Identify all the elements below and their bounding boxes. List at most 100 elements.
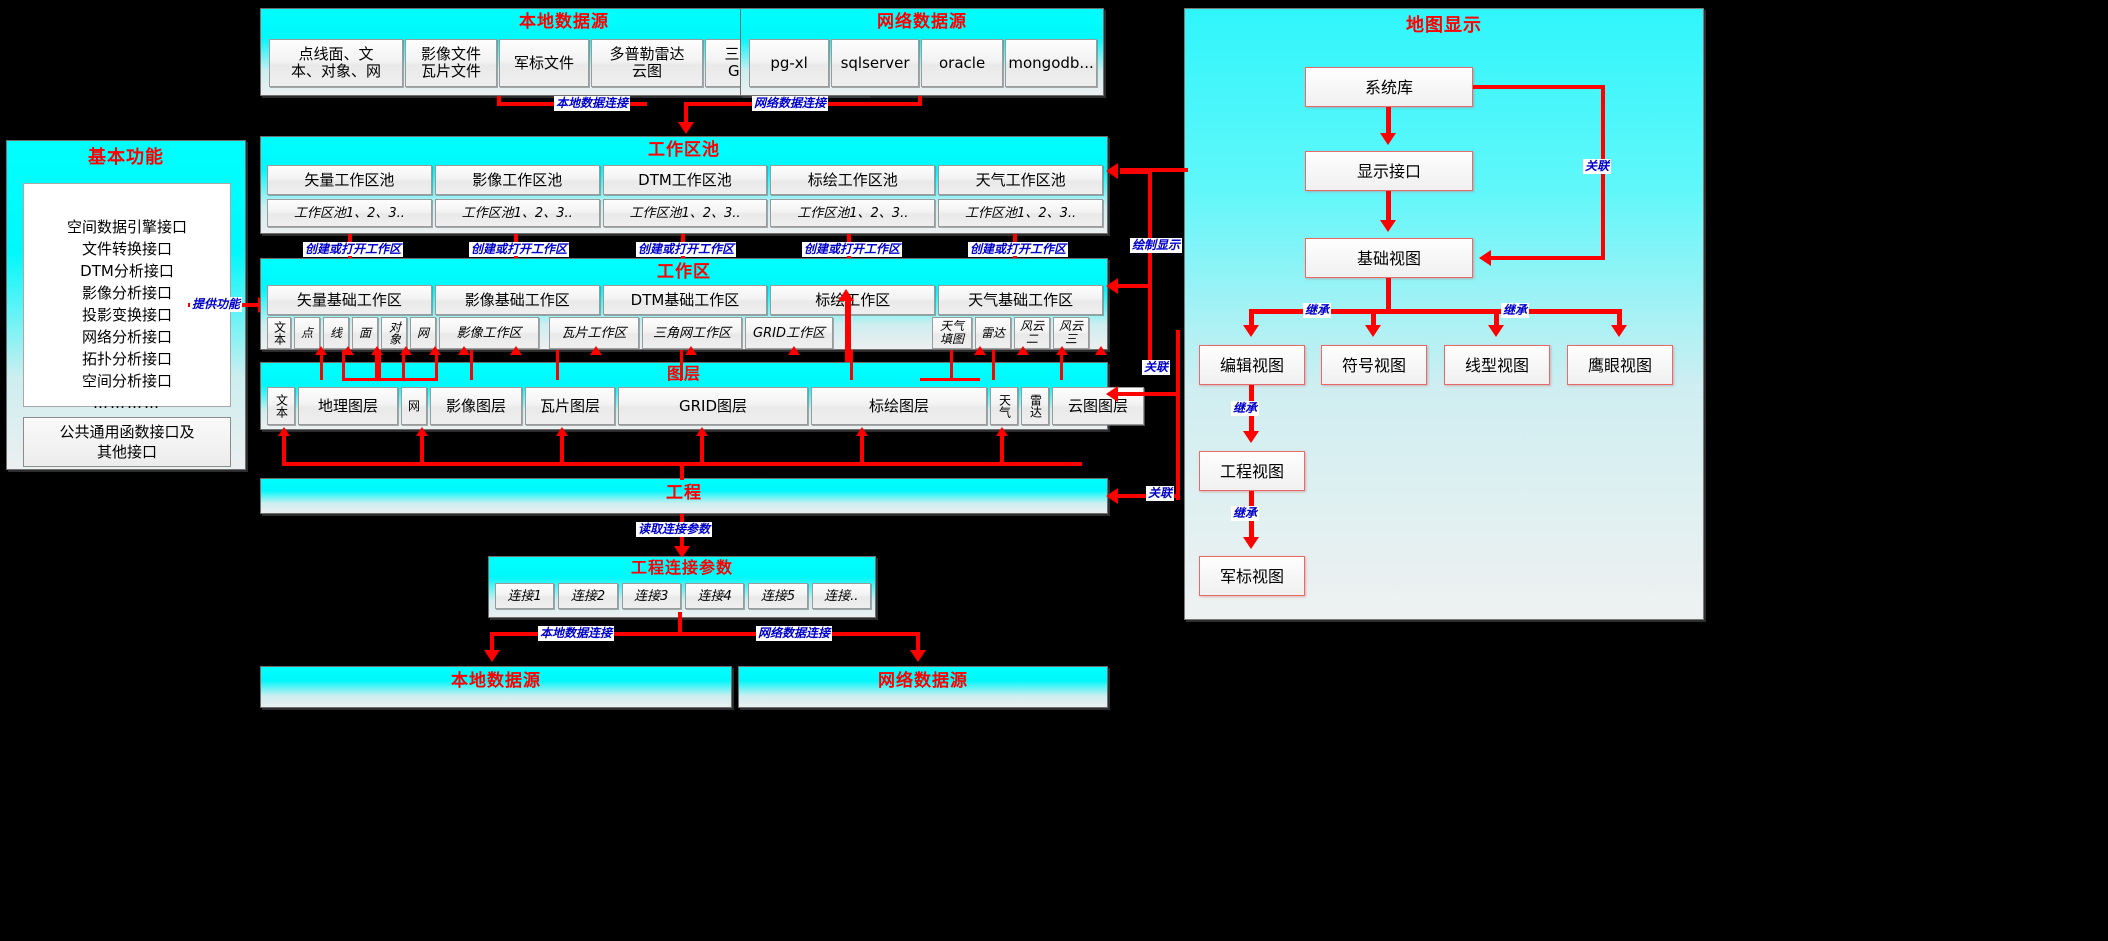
connector-relate-h-bottom bbox=[1491, 256, 1605, 260]
workspace-pool-instances[interactable]: 工作区池1、2、3.. bbox=[602, 199, 768, 227]
project-panel: 工程 bbox=[260, 478, 1108, 514]
layer-item-tile[interactable]: 瓦片图层 bbox=[525, 387, 615, 425]
workspace-item-image[interactable]: 影像工作区 bbox=[439, 317, 539, 349]
network-data-source-bottom-panel: 网络数据源 bbox=[738, 666, 1108, 708]
project-view-box[interactable]: 工程视图 bbox=[1199, 451, 1305, 491]
arrow-up-image-ws bbox=[510, 346, 522, 355]
conn-param-item[interactable]: 连接1 bbox=[495, 583, 555, 609]
workspace-pool-column[interactable]: DTM工作区池 bbox=[602, 165, 768, 195]
weather-item-line: 填图 bbox=[939, 332, 964, 346]
layer-item-image[interactable]: 影像图层 bbox=[430, 387, 522, 425]
edge-label-relate-map: 关联 bbox=[1583, 159, 1612, 174]
layers-title: 图层 bbox=[666, 364, 701, 383]
layer-item-plot[interactable]: 标绘图层 bbox=[811, 387, 987, 425]
line-style-view-box[interactable]: 线型视图 bbox=[1444, 345, 1550, 385]
workspace-item-point[interactable]: 点 bbox=[294, 317, 320, 349]
arrow-project-up-c bbox=[556, 427, 568, 436]
workspace-item-object[interactable]: 对象 bbox=[381, 317, 407, 349]
workspace-item-polygon[interactable]: 面 bbox=[352, 317, 378, 349]
workspace-pool-instances[interactable]: 工作区池1、2、3.. bbox=[938, 199, 1103, 227]
conn-param-item[interactable]: 连接2 bbox=[558, 583, 618, 609]
arrow-read-params bbox=[674, 546, 690, 558]
workspace-column[interactable]: 天气基础工作区 bbox=[938, 285, 1103, 315]
arrow-up-vector-net bbox=[458, 346, 470, 355]
layer-item-grid[interactable]: GRID图层 bbox=[618, 387, 808, 425]
common-box-line: 公共通用函数接口及 bbox=[59, 423, 195, 441]
workspace-pool-column[interactable]: 影像工作区池 bbox=[434, 165, 600, 195]
layer-item-radar[interactable]: 雷达 bbox=[1021, 387, 1049, 425]
network-source-item[interactable]: mongodb... bbox=[1005, 39, 1097, 87]
local-source-item[interactable]: 军标文件 bbox=[499, 39, 589, 87]
workspace-item-fengyun-3[interactable]: 风云 三 bbox=[1053, 317, 1089, 349]
local-source-item[interactable]: 多普勒雷达云图 bbox=[591, 39, 703, 87]
connector-bottom-net-v bbox=[916, 632, 920, 656]
workspace-column[interactable]: 矢量基础工作区 bbox=[267, 285, 432, 315]
workspace-item-net[interactable]: 网 bbox=[410, 317, 436, 349]
workspace-column[interactable]: 影像基础工作区 bbox=[434, 285, 600, 315]
basic-functions-panel: 基本功能 空间数据引擎接口 文件转换接口 DTM分析接口 影像分析接口 投影变换… bbox=[6, 140, 246, 470]
symbol-view-box[interactable]: 符号视图 bbox=[1321, 345, 1427, 385]
interface-item: 网络分析接口 bbox=[81, 328, 172, 346]
conn-param-item[interactable]: 连接4 bbox=[684, 583, 745, 609]
workspace-pool-instances[interactable]: 工作区池1、2、3.. bbox=[770, 199, 936, 227]
network-source-item[interactable]: pg-xl bbox=[749, 39, 830, 87]
arrow-project-to-military bbox=[1243, 537, 1259, 549]
workspace-item-grid[interactable]: GRID工作区 bbox=[745, 317, 833, 349]
workspace-item-text[interactable]: 文本 bbox=[267, 317, 291, 349]
layer-item-net[interactable]: 网 bbox=[401, 387, 427, 425]
layer-item-geo[interactable]: 地理图层 bbox=[298, 387, 398, 425]
connector-project-up-a bbox=[282, 434, 286, 466]
connector-layer-radar-up bbox=[992, 350, 995, 380]
eagle-eye-view-box[interactable]: 鹰眼视图 bbox=[1567, 345, 1673, 385]
local-source-item[interactable]: 点线面、文本、对象、网 bbox=[269, 39, 403, 87]
system-lib-box[interactable]: 系统库 bbox=[1305, 67, 1473, 107]
local-source-item-line: 本、对象、网 bbox=[290, 62, 381, 80]
display-interface-box[interactable]: 显示接口 bbox=[1305, 151, 1473, 191]
local-source-item-line: 多普勒雷达 bbox=[609, 45, 685, 63]
edge-label-create-open-4: 创建或打开工作区 bbox=[802, 242, 903, 257]
workspace-item-radar[interactable]: 雷达 bbox=[975, 317, 1011, 349]
base-view-box[interactable]: 基础视图 bbox=[1305, 238, 1473, 278]
military-view-box[interactable]: 军标视图 bbox=[1199, 556, 1305, 596]
workspace-item-weather-chart[interactable]: 天气 填图 bbox=[932, 317, 972, 349]
workspace-pool-instances[interactable]: 工作区池1、2、3.. bbox=[434, 199, 600, 227]
interface-item: DTM分析接口 bbox=[80, 262, 174, 280]
arrow-up-vector-poly bbox=[400, 346, 412, 355]
project-title: 工程 bbox=[666, 483, 702, 503]
arrow-up-vector-line bbox=[371, 346, 383, 355]
network-source-item[interactable]: oracle bbox=[921, 39, 1004, 87]
interface-item: 文件转换接口 bbox=[81, 240, 172, 258]
workspace-column[interactable]: DTM基础工作区 bbox=[602, 285, 768, 315]
network-source-item[interactable]: sqlserver bbox=[831, 39, 920, 87]
connector-vector-bracket-v1 bbox=[342, 350, 345, 380]
conn-param-item[interactable]: 连接3 bbox=[621, 583, 681, 609]
common-function-interface-box[interactable]: 公共通用函数接口及其他接口 bbox=[23, 417, 231, 467]
arrow-up-vector-object bbox=[429, 346, 441, 355]
layer-item-text[interactable]: 文本 bbox=[267, 387, 295, 425]
arrow-syslib-to-display bbox=[1380, 133, 1396, 145]
arrow-inherit-3 bbox=[1488, 325, 1504, 337]
workspace-pool-column[interactable]: 矢量工作区池 bbox=[267, 165, 432, 195]
connector-project-up-f bbox=[1000, 434, 1004, 466]
workspace-panel: 工作区 矢量基础工作区 影像基础工作区 DTM基础工作区 标绘工作区 天气基础工… bbox=[260, 258, 1108, 350]
local-source-item[interactable]: 影像文件瓦片文件 bbox=[405, 39, 497, 87]
workspace-pool-column[interactable]: 标绘工作区池 bbox=[770, 165, 936, 195]
workspace-item-tin[interactable]: 三角网工作区 bbox=[642, 317, 742, 349]
workspace-item-tile[interactable]: 瓦片工作区 bbox=[549, 317, 639, 349]
connector-layer-image-up bbox=[470, 350, 473, 380]
workspace-item-fengyun-2[interactable]: 风云 二 bbox=[1014, 317, 1050, 349]
connector-bottom-local-v bbox=[490, 632, 494, 656]
arrow-draw-display-workspace bbox=[1106, 278, 1118, 294]
conn-param-item[interactable]: 连接5 bbox=[748, 583, 808, 609]
workspace-pool-column[interactable]: 天气工作区池 bbox=[938, 165, 1103, 195]
local-source-item-line: 瓦片文件 bbox=[420, 62, 481, 80]
network-data-source-top-panel: 网络数据源 pg-xl sqlserver oracle mongodb... bbox=[740, 8, 1104, 96]
edit-view-box[interactable]: 编辑视图 bbox=[1199, 345, 1305, 385]
workspace-pool-instances[interactable]: 工作区池1、2、3.. bbox=[267, 199, 432, 227]
arrow-up-fy3 bbox=[1095, 346, 1107, 355]
workspace-item-line[interactable]: 线 bbox=[323, 317, 349, 349]
conn-param-item[interactable]: 连接.. bbox=[811, 583, 871, 609]
basic-functions-list-box: 空间数据引擎接口 文件转换接口 DTM分析接口 影像分析接口 投影变换接口 网络… bbox=[23, 183, 231, 412]
basic-functions-title: 基本功能 bbox=[88, 147, 164, 168]
layer-item-weather[interactable]: 天气 bbox=[990, 387, 1018, 425]
